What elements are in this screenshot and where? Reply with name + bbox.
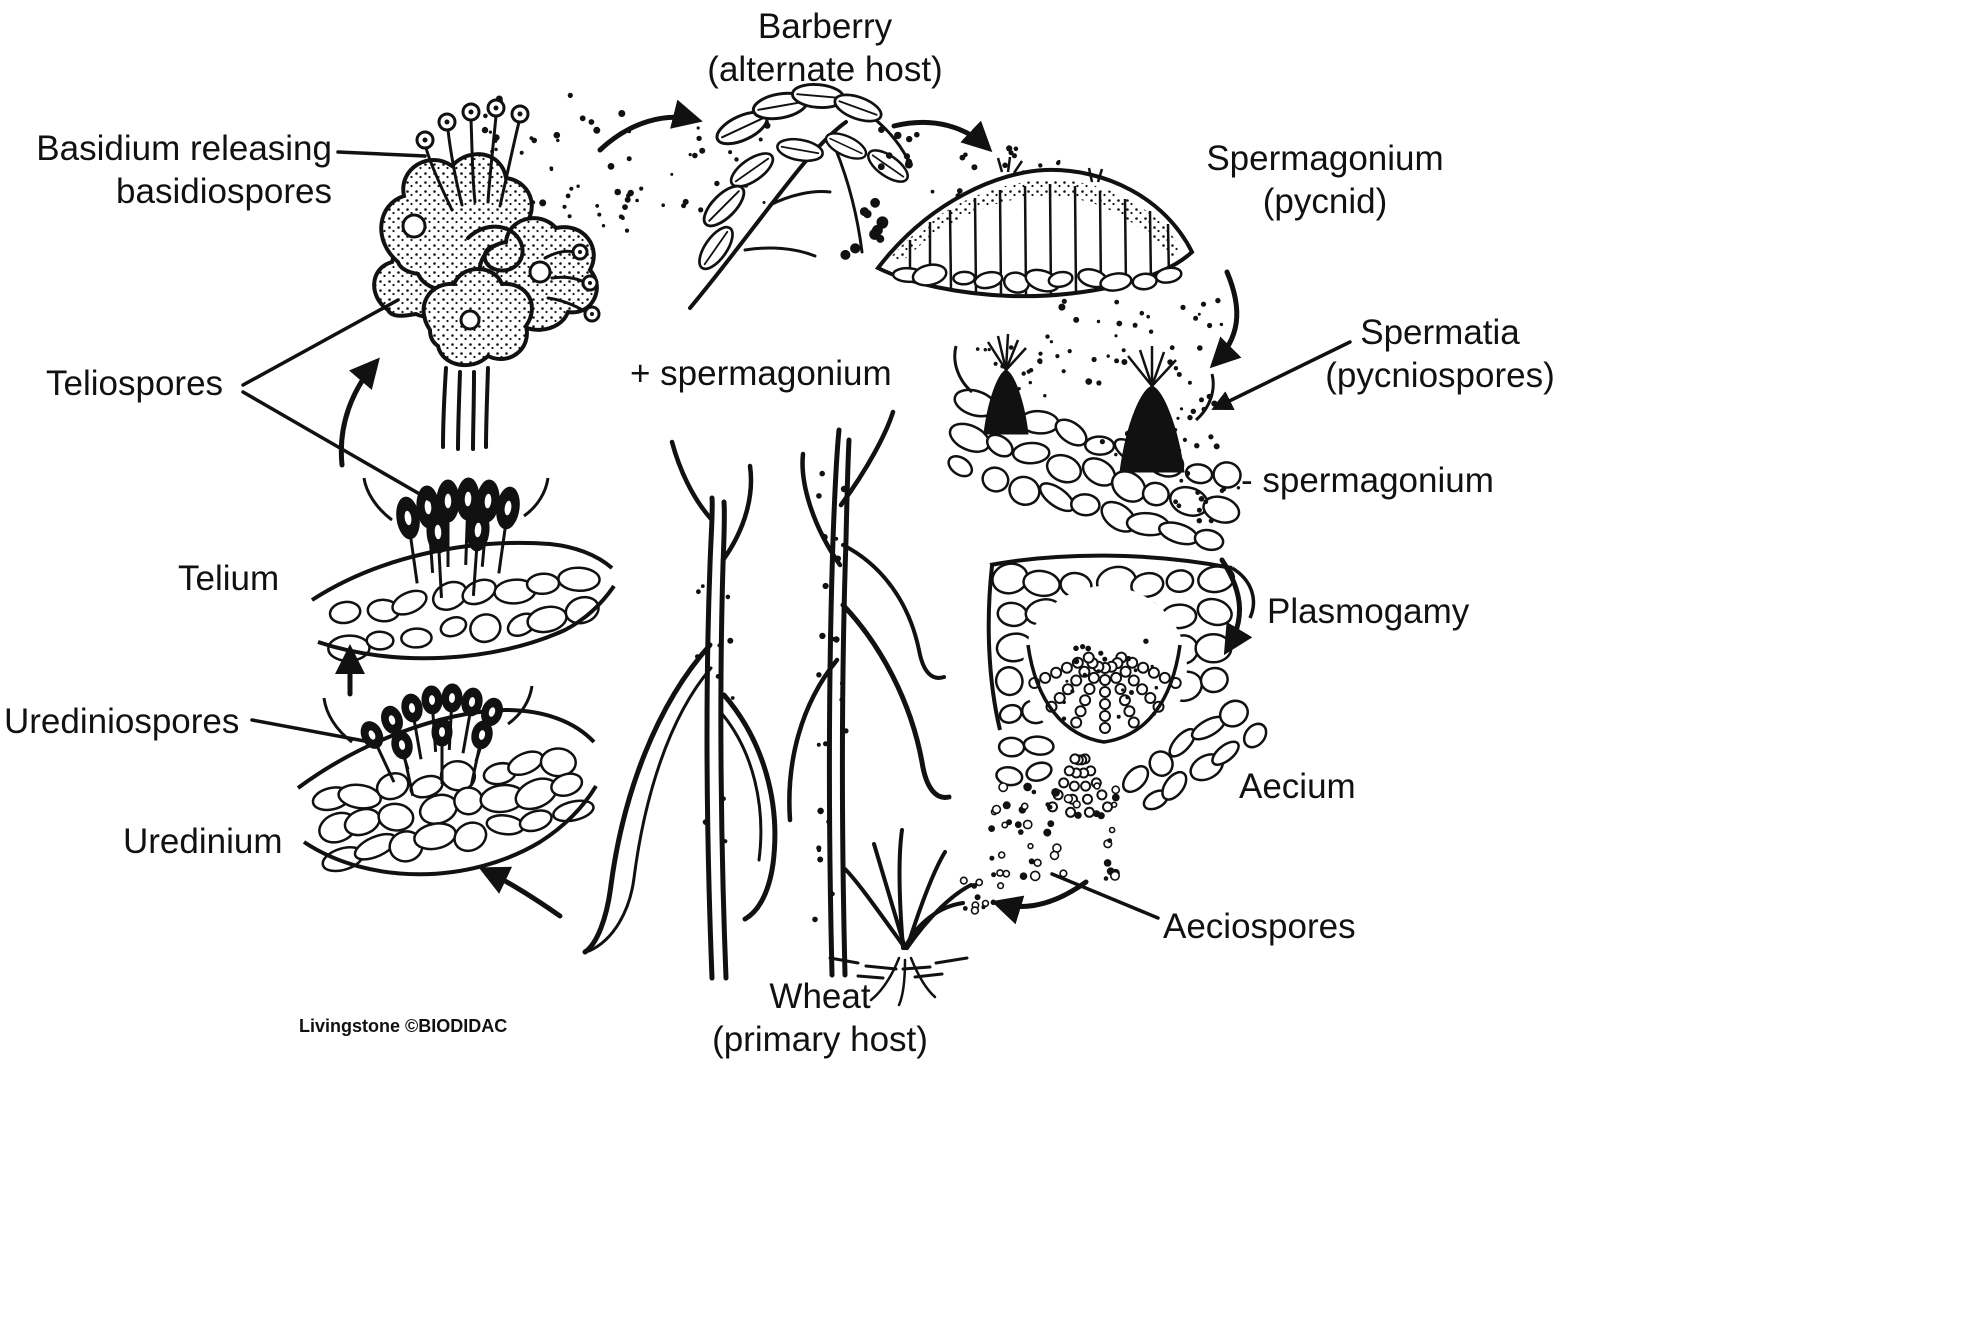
uredinium-illustration (296, 683, 598, 877)
arrow-barberry-to-pycnid (891, 119, 993, 153)
label-aecium: Aecium (1239, 767, 1356, 806)
label-barberry: Barberry (alternate host) (707, 7, 943, 89)
pointer-urediniospores (250, 718, 372, 744)
telium-illustration (310, 477, 616, 663)
aeciospores-cloud (959, 782, 1121, 915)
label-urediniospores: Urediniospores (4, 702, 240, 741)
pointer-teliospores-lower (241, 390, 432, 502)
label-spermatia: Spermatia (pycniospores) (1325, 313, 1555, 395)
arrow-basidiospores-to-barberry (597, 99, 703, 153)
label-plus-spermagonium: + spermagonium (630, 354, 892, 393)
label-telium: Telium (178, 559, 280, 598)
label-plasmogamy: Plasmogamy (1267, 592, 1470, 631)
label-wheat: Wheat (primary host) (712, 977, 928, 1059)
label-spermagonium-pycnid: Spermagonium (pycnid) (1206, 139, 1444, 221)
arrow-pycnid-to-spermatia (1209, 269, 1242, 369)
arrow-plasmogamy (1219, 557, 1253, 656)
wheat-illustration (582, 409, 973, 1007)
barberry-illustration (688, 83, 920, 310)
pointer-aeciospores (1050, 872, 1160, 920)
arrow-telium-to-basidium (338, 357, 380, 468)
credit-text: Livingstone ©BIODIDAC (299, 1016, 508, 1036)
pointer-lines (241, 150, 1352, 920)
arrow-wheat-to-uredinium (478, 866, 563, 919)
cycle-arrows (335, 99, 1253, 925)
label-minus-spermagonium: - spermagonium (1241, 461, 1494, 500)
label-teliospores: Teliospores (46, 364, 224, 403)
basidiospore-cloud-2 (618, 119, 771, 224)
pointer-spermatia (1211, 340, 1352, 411)
basidium-illustration (372, 98, 601, 451)
pycnid-illustration (874, 156, 1195, 299)
spermatia-illustration (947, 297, 1242, 552)
pointer-teliospores-upper (241, 298, 400, 387)
label-basidium: Basidium releasing basidiospores (36, 129, 332, 211)
label-aeciospores: Aeciospores (1163, 907, 1356, 946)
aecium-illustration (986, 553, 1268, 818)
label-uredinium: Uredinium (123, 822, 283, 861)
arrow-aeciospores-to-wheat (991, 879, 1089, 925)
pointer-basidium (336, 150, 427, 158)
